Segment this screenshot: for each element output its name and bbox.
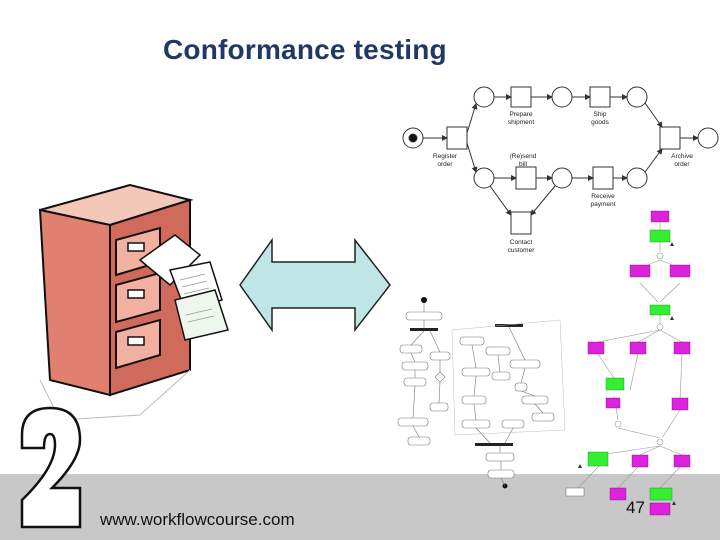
transition-label: Ship: [593, 111, 606, 118]
colored-process-model: [565, 210, 691, 516]
filing-cabinet-clipart: [38, 183, 229, 421]
petri-net-model: [402, 86, 719, 235]
transition-label: (Re)send: [510, 153, 537, 160]
uml-activity-diagram: [397, 297, 566, 489]
transition-label: order: [437, 161, 453, 168]
transition-label: customer: [508, 247, 536, 254]
transition-label: bill: [519, 161, 528, 168]
transition-label: Contact: [510, 239, 533, 246]
footer-url: www.workflowcourse.com: [100, 510, 295, 529]
slide-title: Conformance testing: [163, 34, 447, 65]
transition-label: shipment: [508, 119, 535, 126]
transition-label: Prepare: [509, 111, 533, 118]
footer-bar: [0, 474, 720, 540]
page-number: 47: [626, 498, 645, 517]
transition-label: goods: [591, 119, 609, 126]
bidirectional-arrow: [239, 237, 391, 333]
transition-label: Register: [433, 153, 458, 160]
petri-net-labels: Prepare shipment Ship goods Register ord…: [433, 111, 693, 254]
transition-label: payment: [591, 201, 616, 208]
transition-label: Archive: [671, 153, 693, 160]
transition-label: order: [674, 161, 690, 168]
chapter-number-graphic: [20, 406, 82, 529]
transition-label: Receive: [591, 193, 615, 200]
